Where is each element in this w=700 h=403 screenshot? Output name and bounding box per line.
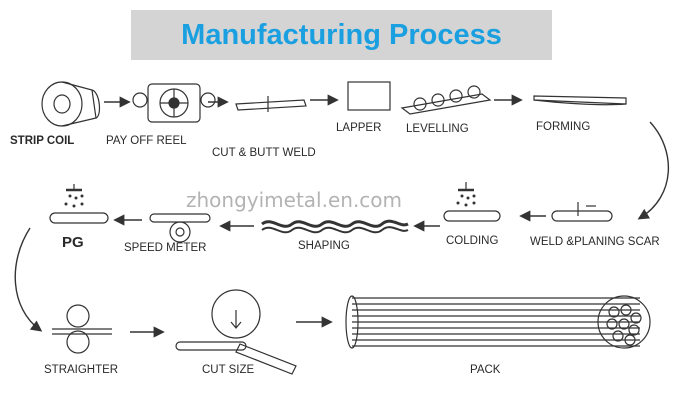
label-forming: FORMING <box>536 121 591 133</box>
pay-off-reel-figure <box>132 83 216 123</box>
strip-coil-figure <box>41 81 101 127</box>
diagram-title: Manufacturing Process <box>181 18 502 51</box>
shaping-figure <box>261 219 409 234</box>
label-straighter: STRAIGHTER <box>44 364 119 376</box>
colding-figure <box>443 182 501 222</box>
label-levelling: LEVELLING <box>406 123 469 135</box>
cut-size-figure <box>175 289 297 375</box>
label-speed-meter: SPEED METER <box>124 242 207 254</box>
curved-arrow-icon <box>637 121 669 220</box>
speed-meter-figure <box>149 213 211 243</box>
water-spray-icon <box>64 194 476 208</box>
pg-figure <box>49 184 109 224</box>
label-strip-coil: STRIP COIL <box>10 135 75 147</box>
curved-arrow-icon <box>14 227 43 332</box>
title-banner: Manufacturing Process <box>131 10 552 60</box>
label-shaping: SHAPING <box>298 240 350 252</box>
lapper-figure <box>347 81 391 111</box>
forming-figure <box>533 95 627 106</box>
label-weld-planing-scar: WELD &PLANING SCAR <box>530 236 660 248</box>
label-lapper: LAPPER <box>336 122 382 134</box>
watermark: zhongyimetal.en.com <box>186 188 403 212</box>
weld-planing-figure <box>551 202 613 222</box>
pack-figure <box>345 295 651 349</box>
label-cut-butt-weld: CUT & BUTT WELD <box>212 147 316 159</box>
cut-butt-weld-figure <box>235 96 307 112</box>
label-pay-off-reel: PAY OFF REEL <box>106 135 187 147</box>
label-cut-size: CUT SIZE <box>202 364 255 376</box>
label-pg: PG <box>62 234 84 251</box>
levelling-figure <box>400 85 492 115</box>
label-colding: COLDING <box>446 235 499 247</box>
straighter-figure <box>52 304 112 354</box>
label-pack: PACK <box>470 364 501 376</box>
